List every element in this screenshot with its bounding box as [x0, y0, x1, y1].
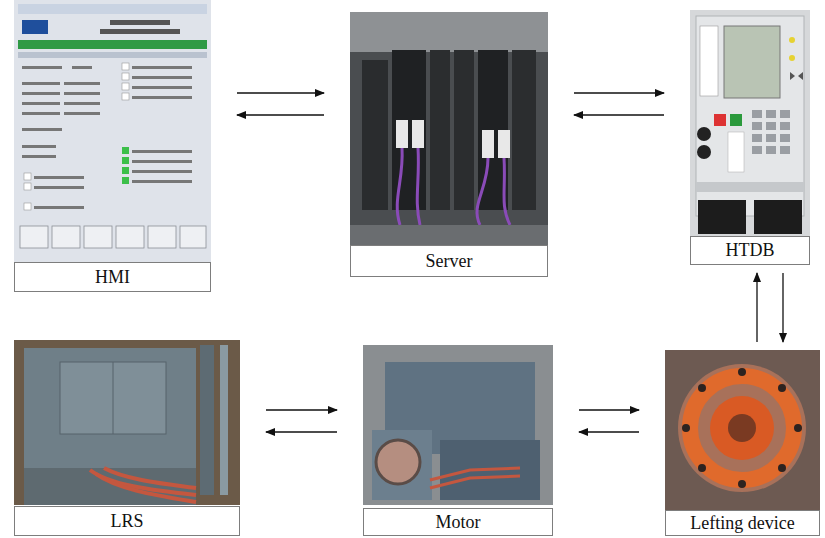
device-card: Lefting device: [665, 350, 820, 536]
device-card: HTDB: [690, 10, 810, 265]
caption-box: Motor: [363, 508, 553, 536]
caption-box: LRS: [14, 506, 240, 536]
device-label: LRS: [110, 511, 143, 532]
signal-arrow: [574, 114, 664, 115]
device-label: HTDB: [726, 240, 775, 261]
signal-arrow: [579, 409, 639, 410]
hmi-photo: [14, 0, 211, 262]
device-label: HMI: [95, 267, 130, 288]
signal-arrow: [237, 114, 324, 115]
signal-arrow: [237, 92, 324, 93]
caption-box: HMI: [14, 262, 211, 292]
device-card: Server: [350, 12, 548, 277]
server-photo: [350, 12, 548, 245]
signal-arrow: [266, 409, 337, 410]
signal-arrow: [574, 92, 664, 93]
caption-box: Server: [350, 245, 548, 277]
device-label: Motor: [436, 512, 481, 533]
device-label: Server: [426, 251, 473, 272]
motor-photo: [363, 345, 553, 505]
device-label: Lefting device: [690, 513, 794, 534]
device-card: Motor: [363, 345, 553, 536]
signal-arrow: [756, 273, 757, 342]
caption-box: Lefting device: [665, 510, 820, 536]
device-card: LRS: [14, 340, 240, 536]
lrs-photo: [14, 340, 240, 505]
device-card: HMI: [14, 0, 211, 292]
signal-arrow: [579, 431, 639, 432]
signal-arrow: [782, 273, 783, 342]
htdb-photo: [690, 10, 810, 236]
caption-box: HTDB: [690, 236, 810, 265]
lefting-device-photo: [665, 350, 820, 510]
signal-arrow: [266, 431, 337, 432]
